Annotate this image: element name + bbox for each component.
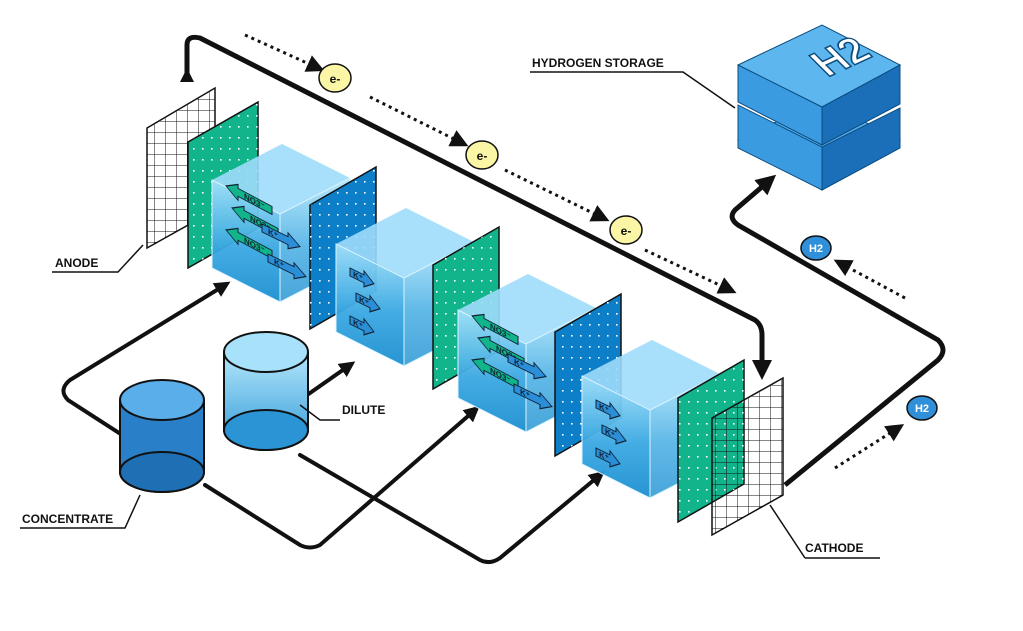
electron-label: e-	[330, 72, 341, 86]
potassium-ion-arrow: K⁺	[355, 292, 381, 313]
hydrogen-storage-label: HYDROGEN STORAGE	[532, 56, 664, 70]
concentrate-label: CONCENTRATE	[22, 512, 113, 526]
potassium-label: K⁺	[599, 401, 609, 415]
potassium-ion-arrow: K⁺	[513, 383, 553, 410]
potassium-ion-arrow: K⁺	[595, 399, 621, 420]
potassium-label: K⁺	[359, 294, 369, 308]
potassium-ion-arrow: K⁺	[267, 253, 307, 280]
potassium-label: K⁺	[605, 426, 615, 440]
dilute-label: DILUTE	[342, 403, 385, 417]
hydrogen-bubble-2: H2	[906, 395, 938, 421]
cathode-electrode	[711, 376, 784, 537]
potassium-label: K⁺	[353, 269, 363, 283]
callout-lines	[20, 71, 880, 559]
anode-label: ANODE	[55, 256, 98, 270]
hydrogen-pipe	[729, 174, 946, 487]
potassium-ion-arrow: K⁺	[261, 223, 301, 250]
potassium-ion-arrow: K⁺	[349, 267, 375, 288]
potassium-ion-arrow: K⁺	[601, 424, 627, 445]
dilute-tank	[223, 331, 309, 451]
hydrogen-bubble-1: H2	[800, 235, 832, 261]
electron-3: e-	[609, 215, 643, 245]
electron-2: e-	[465, 140, 499, 170]
potassium-ion-arrow: K⁺	[507, 353, 547, 380]
potassium-label: K⁺	[514, 356, 524, 370]
potassium-label: K⁺	[599, 449, 609, 463]
potassium-label: K⁺	[520, 386, 530, 400]
potassium-ion-arrow: K⁺	[349, 315, 375, 336]
potassium-label: K⁺	[274, 256, 284, 270]
electron-label: e-	[621, 224, 632, 238]
h2-label: H2	[915, 403, 929, 415]
hydrogen-storage: H2	[736, 24, 902, 191]
electron-circuit-wire	[184, 34, 772, 380]
potassium-label: K⁺	[268, 226, 278, 240]
electron-flow-arrows	[244, 33, 737, 294]
electron-label: e-	[477, 149, 488, 163]
potassium-label: K⁺	[353, 317, 363, 331]
potassium-ion-arrow: K⁺	[595, 447, 621, 468]
concentrate-tank	[119, 379, 205, 493]
electron-1: e-	[318, 63, 352, 93]
hydrogen-flow-arrows	[833, 259, 906, 470]
cathode-label: CATHODE	[805, 541, 863, 555]
h2-label: H2	[809, 243, 823, 255]
